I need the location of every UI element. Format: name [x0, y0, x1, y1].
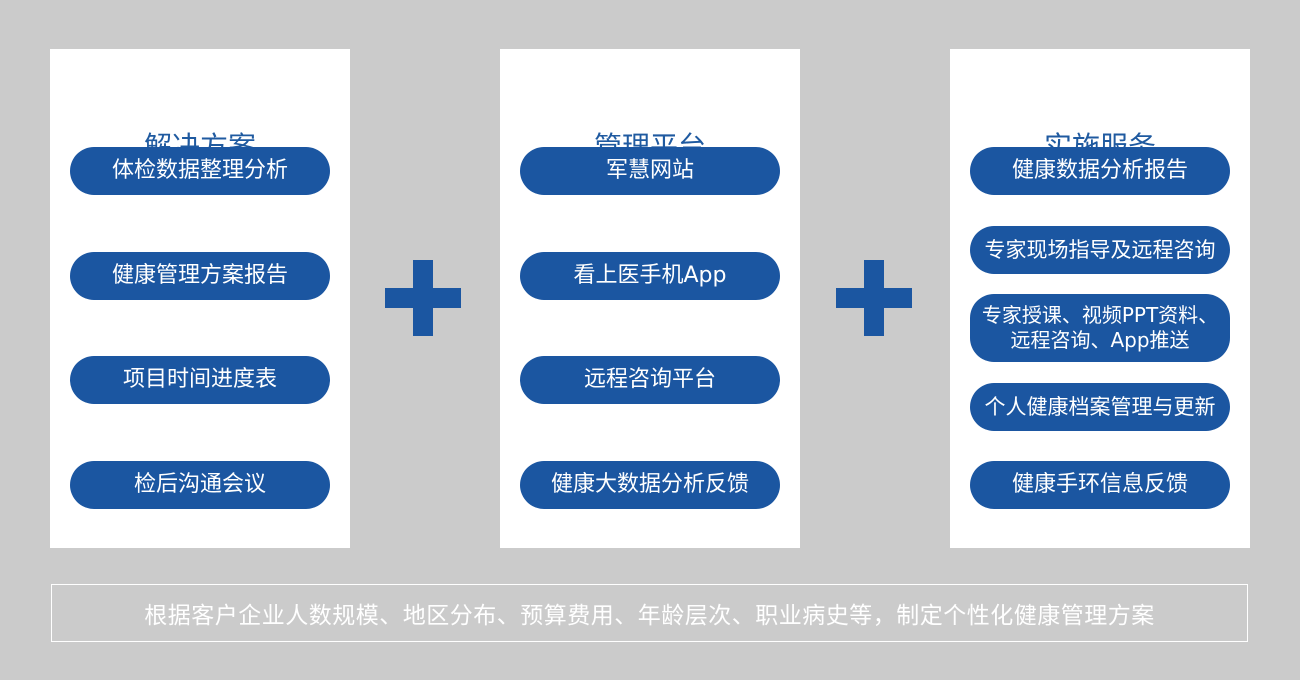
pill-item: 健康数据分析报告: [970, 147, 1230, 195]
pill-item: 专家现场指导及远程咨询: [970, 226, 1230, 274]
footer-caption: 根据客户企业人数规模、地区分布、预算费用、年龄层次、职业病史等，制定个性化健康管…: [51, 584, 1248, 642]
pill-item: 个人健康档案管理与更新: [970, 383, 1230, 431]
pill-item: 看上医手机App: [520, 252, 780, 300]
pill-item: 项目时间进度表: [70, 356, 330, 404]
pill-item: 军慧网站: [520, 147, 780, 195]
pill-item: 专家授课、视频PPT资料、 远程咨询、App推送: [970, 294, 1230, 362]
pill-item: 远程咨询平台: [520, 356, 780, 404]
pill-item: 健康管理方案报告: [70, 252, 330, 300]
pill-item: 检后沟通会议: [70, 461, 330, 509]
pill-item: 健康手环信息反馈: [970, 461, 1230, 509]
panel-platform: 管理平台 军慧网站 看上医手机App 远程咨询平台 健康大数据分析反馈: [500, 49, 800, 548]
panel-services: 实施服务 健康数据分析报告 专家现场指导及远程咨询 专家授课、视频PPT资料、 …: [950, 49, 1250, 548]
plus-icon: [836, 260, 912, 336]
pill-item: 体检数据整理分析: [70, 147, 330, 195]
pill-item: 健康大数据分析反馈: [520, 461, 780, 509]
panel-solutions: 解决方案 体检数据整理分析 健康管理方案报告 项目时间进度表 检后沟通会议: [50, 49, 350, 548]
plus-icon: [385, 260, 461, 336]
